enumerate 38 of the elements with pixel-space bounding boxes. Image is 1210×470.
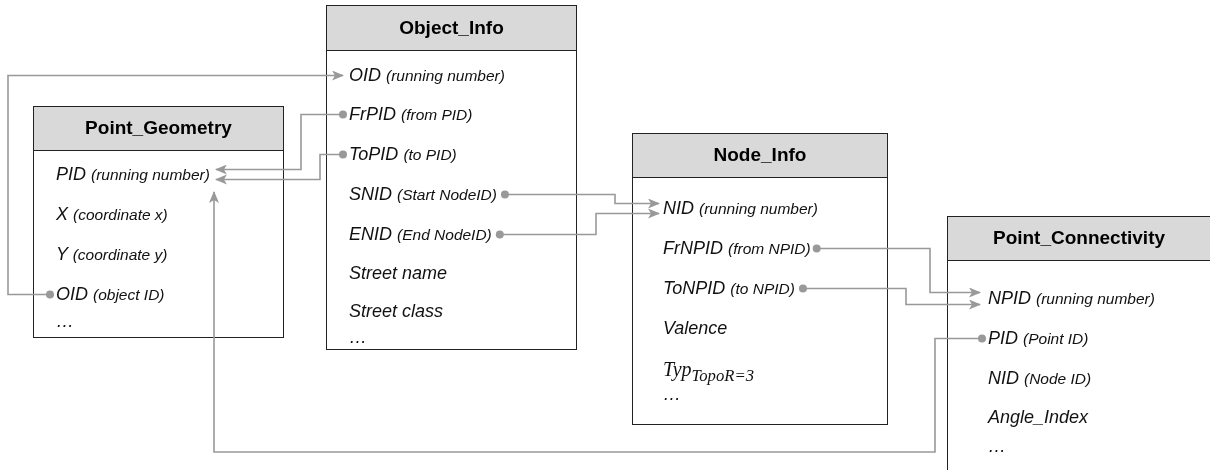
field-name: OID (running number) xyxy=(349,64,505,87)
field-name: ToNPID (to NPID) xyxy=(663,277,795,300)
field-name: Street class xyxy=(349,300,444,322)
field-name: SNID (Start NodeID) xyxy=(349,183,497,206)
connector-arrow xyxy=(798,284,981,310)
table-title: Point_Connectivity xyxy=(948,217,1210,261)
connector-arrow xyxy=(812,244,981,298)
table-title: Point_Geometry xyxy=(34,107,283,151)
field-name: Y (coordinate y) xyxy=(56,243,168,266)
table-card xyxy=(33,106,284,338)
connector-arrow xyxy=(500,190,660,209)
field-name: FrNPID (from NPID) xyxy=(663,237,811,260)
connector-arrow xyxy=(214,150,347,185)
field-name: NPID (running number) xyxy=(988,287,1155,310)
connector-arrow xyxy=(7,70,344,299)
field-name: ENID (End NodeID) xyxy=(349,223,492,246)
field-name: PID (Point ID) xyxy=(988,327,1089,350)
field-name: ToPID (to PID) xyxy=(349,143,457,166)
field-name: … xyxy=(349,326,367,348)
connector-arrow xyxy=(495,208,660,239)
field-name: … xyxy=(988,435,1006,457)
table-card xyxy=(947,216,1210,470)
field-name: NID (running number) xyxy=(663,197,818,220)
field-name: Angle_Index xyxy=(988,406,1089,428)
field-name: FrPID (from PID) xyxy=(349,103,473,126)
field-name: Valence xyxy=(663,317,728,339)
field-name: NID (Node ID) xyxy=(988,367,1092,390)
field-name: X (coordinate x) xyxy=(56,203,168,226)
connector-arrow xyxy=(209,191,986,453)
table-title: Object_Info xyxy=(327,6,576,51)
field-name: Street name xyxy=(349,262,448,284)
table-card xyxy=(632,133,888,425)
table-title: Node_Info xyxy=(633,134,887,178)
field-name: OID (object ID) xyxy=(56,283,165,306)
table-card xyxy=(326,5,577,350)
field-name: PID (running number) xyxy=(56,163,210,186)
field-name: … xyxy=(56,310,74,332)
connector-arrow xyxy=(214,110,347,175)
